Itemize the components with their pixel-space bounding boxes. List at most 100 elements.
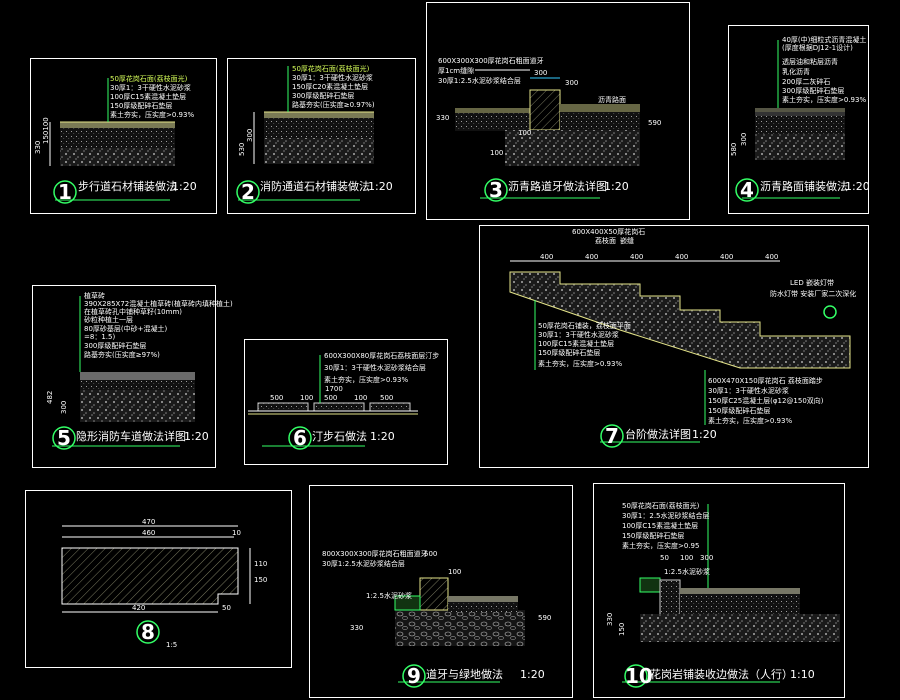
detail-1-dim-b: 150100 (42, 117, 50, 144)
detail-2-dim-a: 530 (238, 143, 246, 156)
detail-4-note-5: 200厚二灰碎石 (782, 77, 830, 86)
detail-9-frame (309, 485, 573, 698)
detail-1: 330 150100 50厚花岗石面(荔枝面光) 30厚1：3干硬性水泥砂浆 1… (34, 74, 197, 204)
detail-3-note-2: 厚1cm缝隙 (438, 66, 474, 75)
detail-10-number: 10 (625, 664, 653, 688)
detail-3-dim-5: 300 (565, 79, 578, 87)
detail-7-note-b2: 30厚1：3干硬性水泥砂浆 (708, 386, 789, 395)
detail-1-note-2: 30厚1：3干硬性水泥砂浆 (110, 83, 191, 92)
detail-9-note-2: 30厚1:2.5水泥砂浆结合层 (322, 559, 405, 568)
detail-3-note-4: 沥青路面 (598, 95, 626, 104)
detail-10-note-4: 150厚级配碎石垫层 (622, 531, 684, 540)
detail-1-note-4: 150厚级配碎石垫层 (110, 101, 172, 110)
detail-10-scale: 1:10 (790, 668, 815, 681)
detail-4-note-3: 透层油和粘层沥青 (782, 57, 838, 66)
detail-8-dim-4: 420 (132, 604, 145, 612)
detail-10-dim-100: 100 (680, 554, 693, 562)
detail-5-frame (32, 285, 216, 468)
detail-4-note-4: 乳化沥青 (782, 67, 810, 76)
detail-7-note-b5: 素土夯实，压实度>0.93% (708, 416, 792, 425)
detail-8-dim-3: 10 (232, 529, 241, 537)
detail-4-dim-b: 300 (740, 133, 748, 146)
detail-6: 600X300X80厚花岗石荔枝面层汀步 30厚1：3干硬性水泥砂浆结合层 素土… (248, 351, 439, 450)
detail-1-note-3: 100厚C15素混凝土垫层 (110, 92, 186, 101)
detail-5-note-1: 植草砖 (84, 291, 105, 300)
detail-10-dim-150: 150 (618, 623, 626, 636)
detail-7-note-b4: 150厚级配碎石垫层 (708, 406, 770, 415)
detail-6-number: 6 (293, 426, 307, 450)
detail-10-dim-50: 50 (660, 554, 669, 562)
detail-2-note-1: 50厚花岗石面(荔枝面光) (292, 64, 370, 73)
detail-9-note-1: 800X300X300厚花岗石粗面道牙 (322, 549, 428, 558)
detail-5: 植草砖 390X285X72混凝土植草砖(植草砖内填种植土) 在植草砖孔中铺种草… (46, 291, 233, 450)
detail-10-dim-mortar: 1:2.5水泥砂浆 (664, 567, 710, 576)
detail-2-note-4: 300厚级配碎石垫层 (292, 91, 354, 100)
detail-6-dim-4: 100 (354, 394, 367, 402)
detail-5-note-5: 80厚砂基层(中砂+混凝土) (84, 324, 168, 333)
detail-5-title: 隐形消防车道做法详图 (76, 429, 186, 443)
detail-10-note-5: 素土夯实，压实度>0.95 (622, 541, 699, 550)
detail-10-frame (593, 483, 845, 698)
detail-2-note-5: 路基夯实(压实度≥0.97%) (292, 100, 375, 109)
detail-3-frame (426, 2, 690, 220)
detail-7-dim-6: 400 (765, 253, 778, 261)
detail-5-note-3: 在植草砖孔中铺种草籽(10mm) (84, 307, 182, 316)
detail-1-note-1: 50厚花岗石面(荔枝面光) (110, 74, 188, 83)
detail-8-number: 8 (141, 620, 155, 644)
detail-3-dim-1: 300 (534, 69, 547, 77)
detail-1-title: 步行道石材铺装做法 (78, 179, 177, 193)
detail-9: 800X300X300厚花岗石粗面道牙 30厚1:2.5水泥砂浆结合层 500 … (322, 549, 551, 688)
detail-6-dim-5: 500 (380, 394, 393, 402)
detail-9-dim-8: 330 (350, 624, 363, 632)
detail-6-scale: 1:20 (370, 430, 395, 443)
detail-4: 40厚(中)细粒式沥青混凝土 (厚度根据DJ12-1设计) 透层油和粘层沥青 乳… (730, 35, 870, 202)
detail-3-dim-9: 330 (436, 114, 449, 122)
detail-7-note-b1: 600X470X150厚花岗石 荔枝面踏步 (708, 376, 823, 385)
detail-6-dim-1: 500 (270, 394, 283, 402)
detail-7-title: 台阶做法详图 (625, 427, 691, 441)
detail-3-number: 3 (489, 178, 503, 202)
detail-7-note-r2: 防水灯带 安装厂家二次深化 (770, 289, 856, 298)
detail-3-scale: 1:20 (604, 180, 629, 193)
detail-4-scale: 1:20 (845, 180, 870, 193)
detail-7-dim-4: 400 (675, 253, 688, 261)
detail-1-number: 1 (58, 180, 72, 204)
detail-4-title: 沥青路面铺装做法 (760, 179, 848, 193)
detail-3-note-1: 600X300X300厚花岗石粗面道牙 (438, 56, 544, 65)
detail-7-note-4: 150厚级配碎石垫层 (538, 348, 600, 357)
detail-10-dim-330: 330 (606, 613, 614, 626)
detail-6-note-3: 素土夯实，压实度>0.93% (324, 375, 408, 384)
detail-7-dim-2: 400 (585, 253, 598, 261)
detail-7-number: 7 (605, 424, 619, 448)
detail-8-frame (25, 490, 292, 668)
detail-10-note-3: 100厚C15素混凝土垫层 (622, 521, 698, 530)
detail-5-note-6: =8：1.5) (84, 333, 115, 341)
detail-6-frame (244, 339, 448, 465)
detail-10-note-1: 50厚花岗石面(荔枝面光) (622, 501, 700, 510)
detail-3-note-3: 30厚1:2.5水泥砂浆结合层 (438, 76, 521, 85)
detail-1-scale: 1:20 (172, 180, 197, 193)
detail-7-dim-1: 400 (540, 253, 553, 261)
detail-5-note-8: 路基夯实(压实度≥97%) (84, 350, 160, 359)
detail-5-note-7: 300厚级配碎石垫层 (84, 341, 146, 350)
detail-10-note-2: 30厚1：2.5水泥砂浆结合层 (622, 511, 710, 520)
detail-9-title: 道牙与绿地做法 (426, 667, 503, 681)
detail-10-dim-300: 300 (700, 554, 713, 562)
detail-4-note-7: 素土夯实，压实度>0.93% (782, 95, 866, 104)
detail-5-number: 5 (57, 426, 71, 450)
detail-6-note-1: 600X300X80厚花岗石荔枝面层汀步 (324, 351, 439, 360)
detail-3-title: 沥青路道牙做法详图 (508, 179, 607, 193)
detail-5-note-4: 砂粒种植土一层 (84, 315, 133, 324)
detail-7-note-1: 50厚花岗石铺装，荔枝面平面 (538, 321, 631, 330)
detail-8-scale: 1:5 (166, 641, 177, 649)
detail-2-title: 消防通道石材铺装做法 (260, 179, 370, 193)
detail-9-dim-1: 500 (424, 550, 437, 558)
detail-8-dim-1: 470 (142, 518, 155, 526)
detail-7: 400 400 400 400 400 400 600X400X50厚花岗石 荔… (509, 227, 856, 448)
detail-5-scale: 1:20 (184, 430, 209, 443)
detail-2-number: 2 (241, 180, 255, 204)
detail-7-note-3: 100厚C15素混凝土垫层 (538, 339, 614, 348)
detail-9-dim-7: 590 (538, 614, 551, 622)
detail-4-dim-a: 580 (730, 143, 738, 156)
